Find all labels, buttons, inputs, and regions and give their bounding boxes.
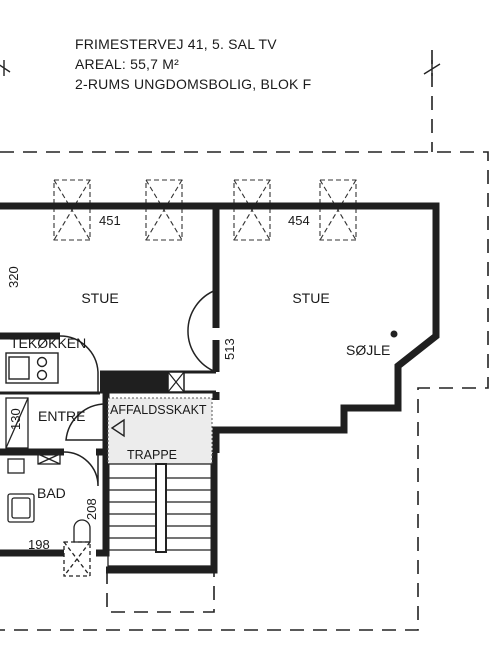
bath-fixtures [7,453,91,577]
room-label-stue-right: STUE [292,290,329,306]
staircase [107,463,213,567]
room-label-trappe: TRAPPE [127,448,177,462]
dimension-208: 208 [84,498,99,520]
room-label-entre: ENTRE [38,408,85,424]
area-text: AREAL: 55,7 M² [75,56,179,72]
room-label-sojle: SØJLE [346,342,390,358]
room-label-bad: BAD [37,485,66,501]
room-label-affaldsskakt: AFFALDSSKAKT [110,403,207,417]
room-label-tekokken: TEKØKKEN [10,335,86,351]
column-icon [390,330,398,338]
dashed-outline [0,50,489,631]
dimension-451: 451 [99,213,121,228]
dimension-ticks [0,60,441,76]
kitchen-fixtures [5,352,59,384]
garbage-chute [100,372,168,392]
dimension-130: 130 [8,408,23,430]
door-swings [59,289,217,487]
dimension-320: 320 [6,266,21,288]
walls [0,202,440,574]
dimension-454: 454 [288,213,310,228]
chute-arrow-icon [110,418,125,438]
skylights [53,179,357,241]
room-label-stue-left: STUE [81,290,118,306]
dwelling-type-text: 2-RUMS UNGDOMSBOLIG, BLOK F [75,76,312,92]
address-text: FRIMESTERVEJ 41, 5. SAL TV [75,36,277,52]
dimension-513: 513 [222,338,237,360]
plan-header: FRIMESTERVEJ 41, 5. SAL TV AREAL: 55,7 M… [75,34,311,94]
dimension-198: 198 [28,537,50,552]
entre-closet [5,397,29,449]
